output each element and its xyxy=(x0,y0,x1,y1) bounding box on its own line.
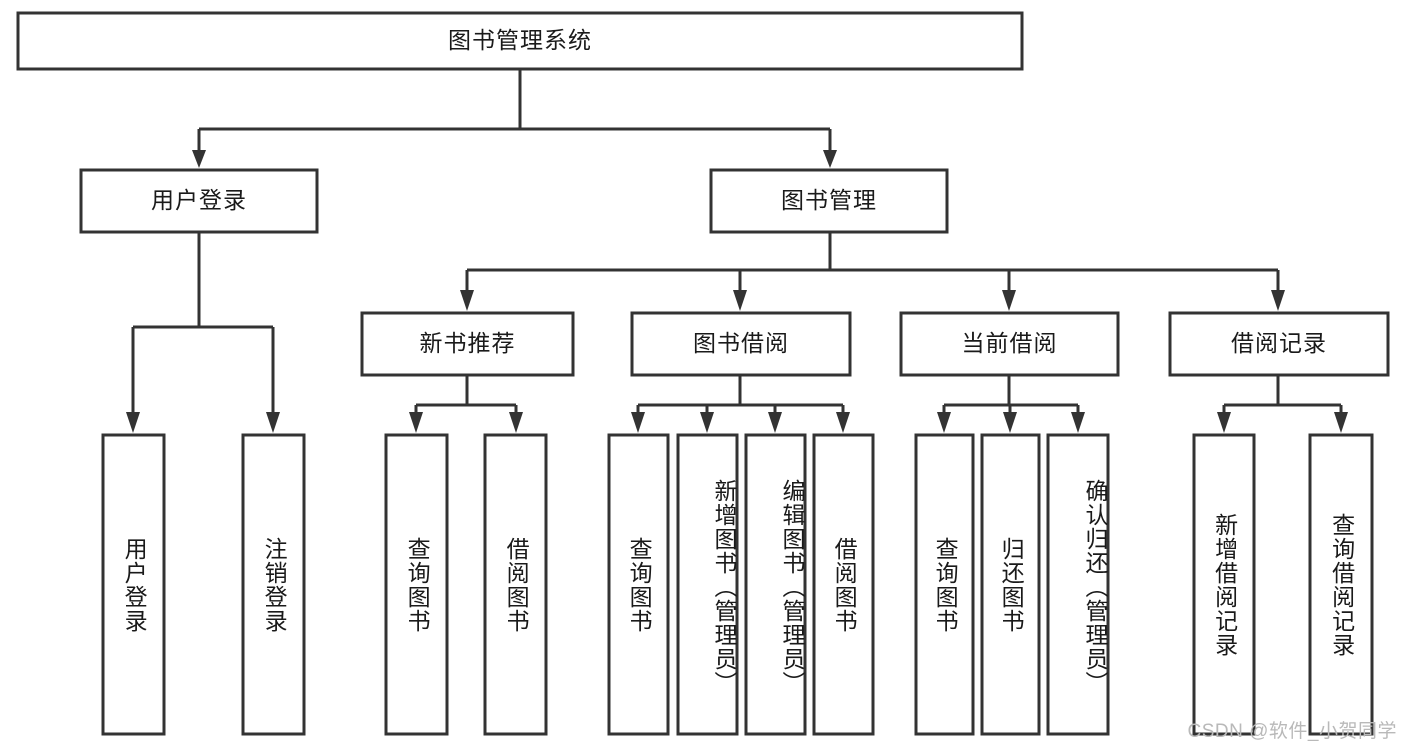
arrowhead-leaf-query-book-current xyxy=(937,412,951,433)
node-box-leaf-query-book-borrow[interactable] xyxy=(607,433,670,736)
arrowhead-current-borrow xyxy=(1002,290,1016,311)
arrowhead-leaf-return-book xyxy=(1003,412,1017,433)
arrowhead-new-book-recommend xyxy=(460,290,474,311)
node-box-user-login[interactable] xyxy=(79,168,319,234)
node-box-leaf-borrow-book-recommend[interactable] xyxy=(483,433,548,736)
node-box-leaf-user-login[interactable] xyxy=(101,433,166,736)
arrowhead-leaf-query-book-recommend xyxy=(409,412,423,433)
arrowhead-leaf-borrow-book-recommend xyxy=(509,412,523,433)
arrowhead-user-login xyxy=(192,150,206,168)
node-box-layer xyxy=(16,11,1390,736)
arrowhead-leaf-edit-book-admin xyxy=(768,412,782,433)
arrowhead-leaf-borrow-book xyxy=(836,412,850,433)
node-box-leaf-logout-login[interactable] xyxy=(241,433,306,736)
arrowhead-leaf-user-login xyxy=(126,412,140,433)
node-box-leaf-return-book[interactable] xyxy=(980,433,1041,736)
node-box-leaf-edit-book-admin[interactable] xyxy=(744,433,807,736)
node-box-leaf-query-book-recommend[interactable] xyxy=(384,433,449,736)
node-box-leaf-add-book-admin[interactable] xyxy=(676,433,739,736)
connector-layer xyxy=(126,69,1348,433)
node-box-book-borrow[interactable] xyxy=(630,311,852,377)
node-box-leaf-add-borrow-record[interactable] xyxy=(1192,433,1256,736)
node-box-book-management[interactable] xyxy=(709,168,949,234)
arrowhead-leaf-query-book-borrow xyxy=(631,412,645,433)
arrowhead-borrow-record xyxy=(1271,290,1285,311)
node-box-new-book-recommend[interactable] xyxy=(360,311,575,377)
arrowhead-book-management xyxy=(823,150,837,168)
arrowhead-book-borrow xyxy=(733,290,747,311)
arrowhead-leaf-confirm-return-admin xyxy=(1071,412,1085,433)
node-box-current-borrow[interactable] xyxy=(899,311,1120,377)
node-box-leaf-borrow-book[interactable] xyxy=(812,433,875,736)
node-box-leaf-confirm-return-admin[interactable] xyxy=(1046,433,1110,736)
node-box-leaf-query-borrow-record[interactable] xyxy=(1308,433,1374,736)
arrowhead-leaf-query-borrow-record xyxy=(1334,412,1348,433)
node-box-root[interactable] xyxy=(16,11,1024,71)
arrowhead-leaf-add-borrow-record xyxy=(1217,412,1231,433)
node-box-borrow-record[interactable] xyxy=(1168,311,1390,377)
arrowhead-leaf-add-book-admin xyxy=(700,412,714,433)
arrowhead-leaf-logout-login xyxy=(266,412,280,433)
node-box-leaf-query-book-current[interactable] xyxy=(914,433,975,736)
